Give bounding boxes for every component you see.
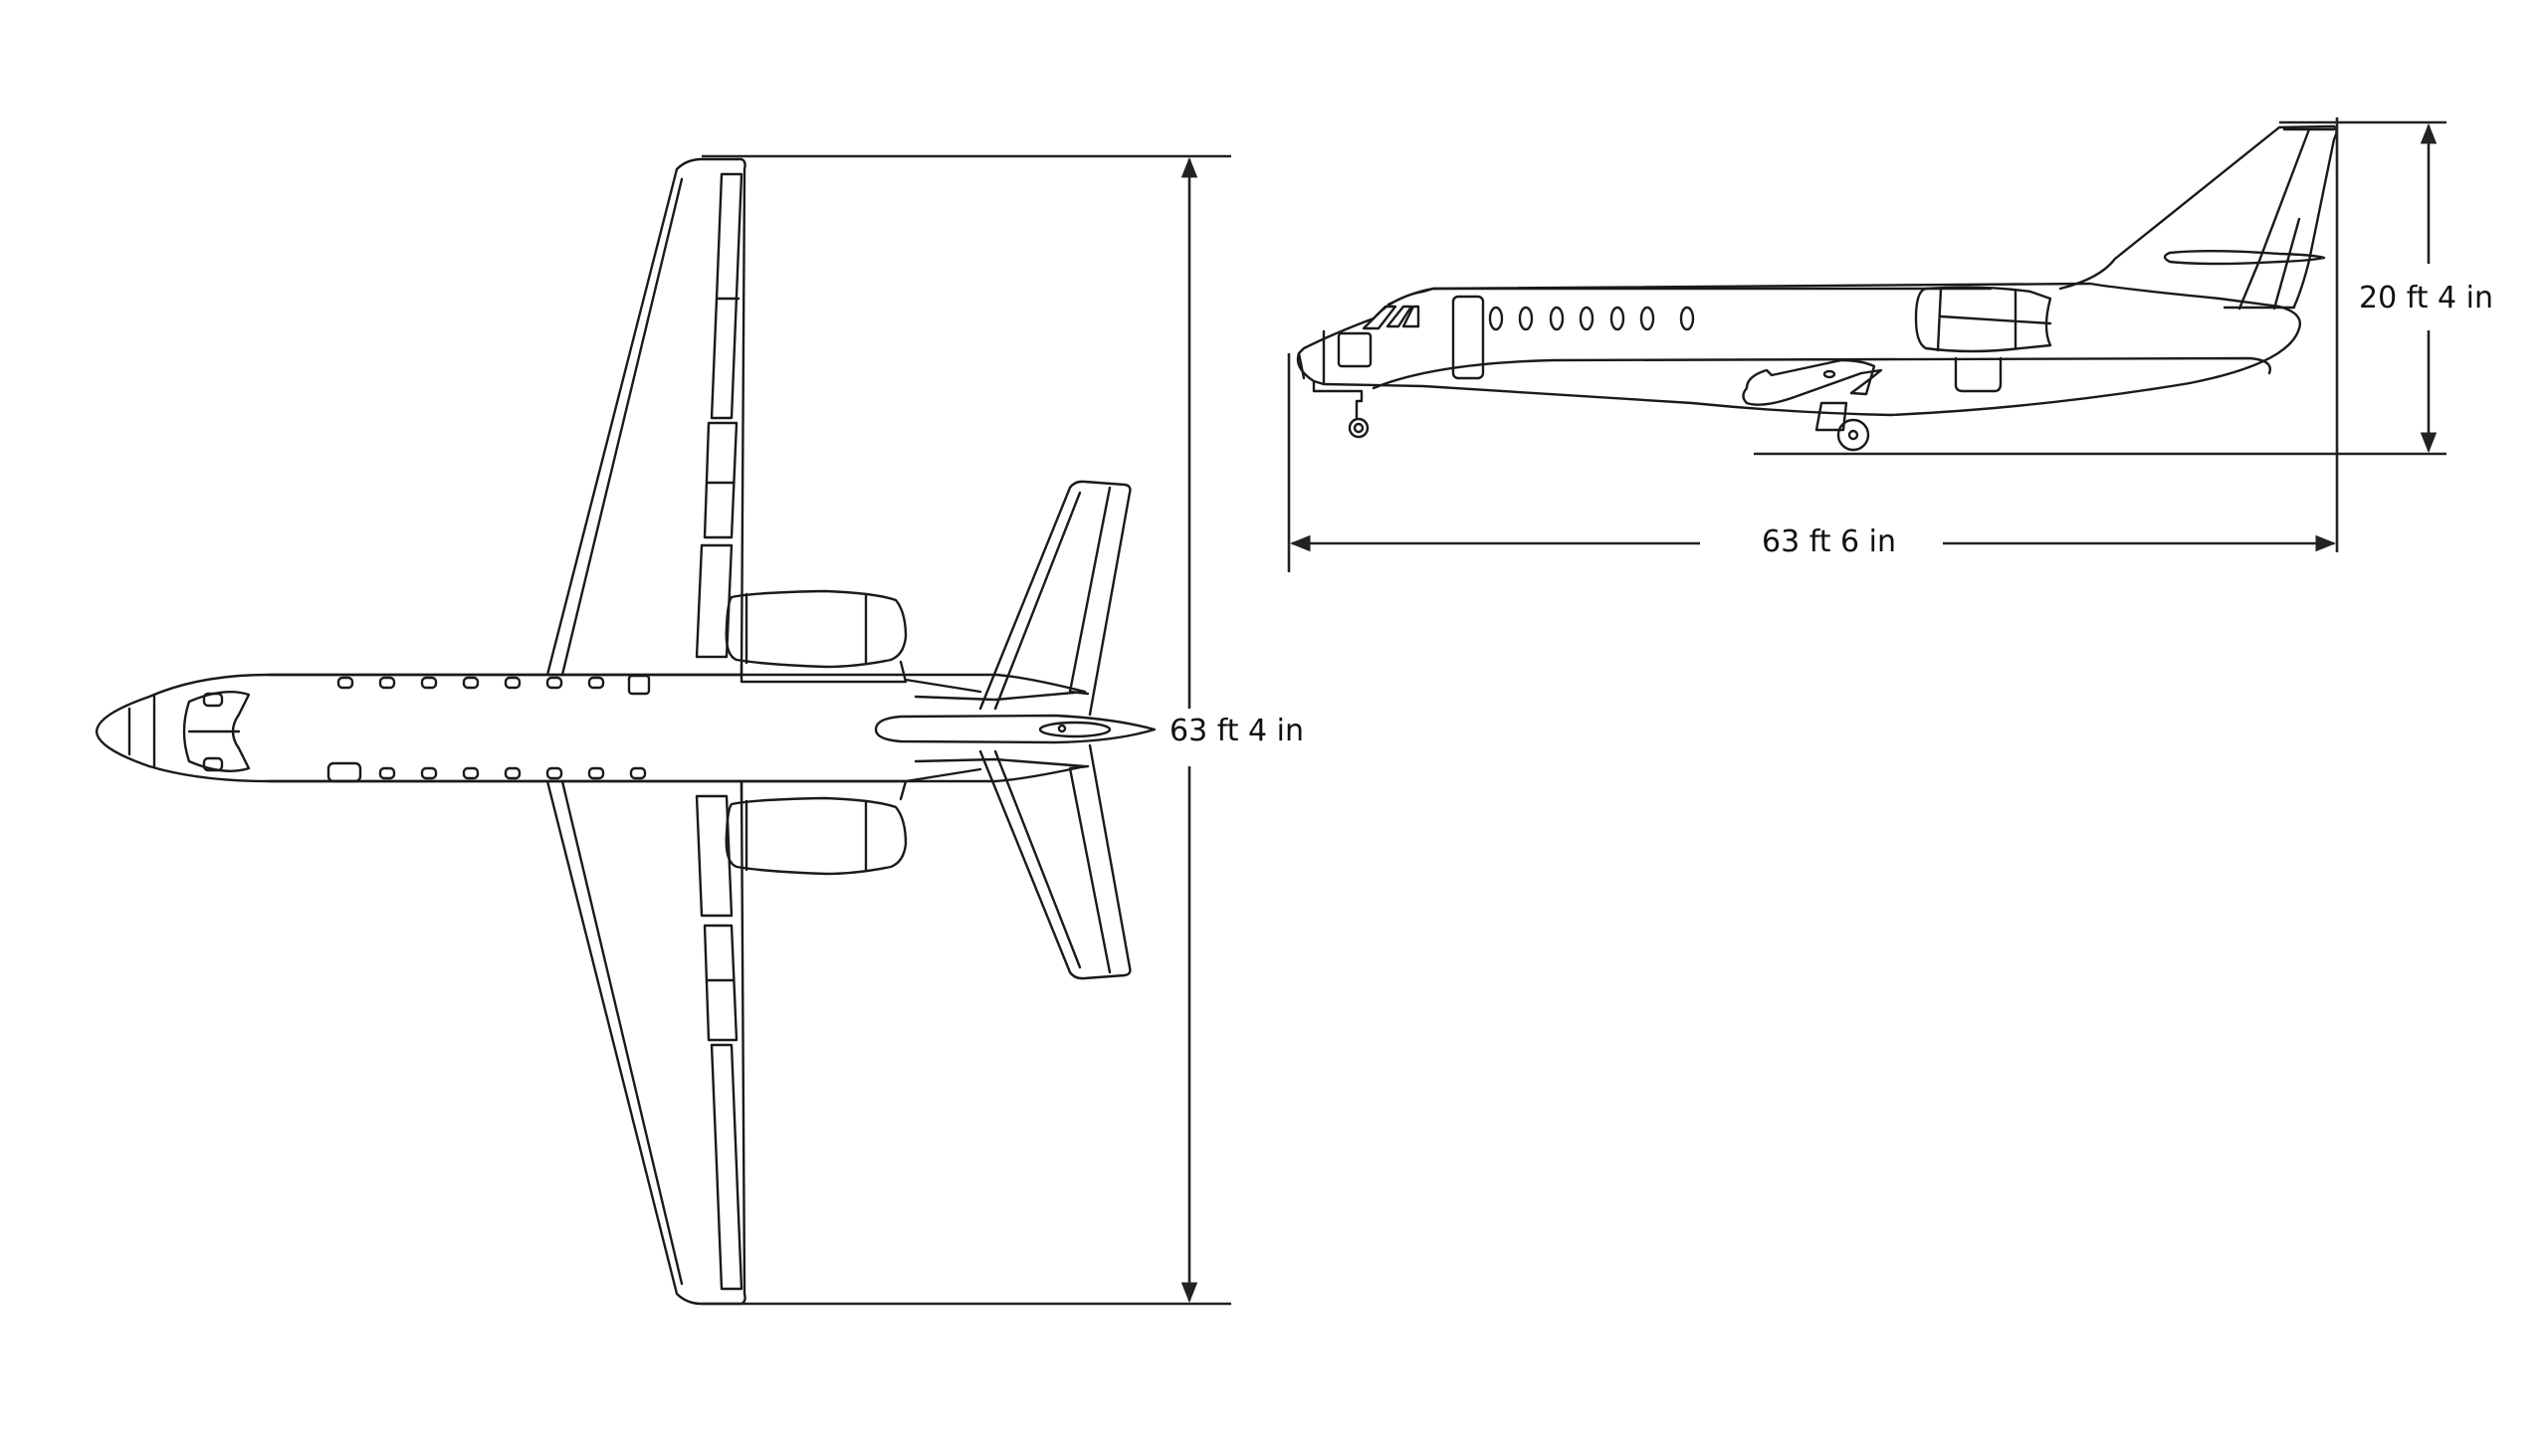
top-tailcone (874, 714, 1157, 744)
side-nose-gear (1312, 379, 1364, 420)
top-windows-upper (336, 674, 651, 696)
side-view-aircraft (1296, 124, 2338, 452)
height-label: 20 ft 4 in (2359, 281, 2494, 315)
wingspan-label: 63 ft 4 in (1169, 714, 1305, 748)
top-engine-lower (725, 796, 908, 876)
side-wing (1742, 358, 1883, 406)
side-cockpit-windows (1362, 305, 1420, 330)
side-vertical-tail (2058, 124, 2338, 309)
top-engine-upper (725, 589, 908, 669)
length-label: 63 ft 6 in (1762, 524, 1897, 559)
wingspan-dimension (702, 154, 1231, 1306)
side-main-gear (1814, 401, 1848, 432)
top-fuselage (95, 673, 1087, 783)
top-wing-lower (545, 779, 746, 1306)
top-windows-lower (326, 761, 647, 783)
top-hstab-lower (978, 743, 1132, 980)
top-wing-upper (545, 157, 746, 677)
side-hstab (2163, 250, 2326, 266)
top-hstab-upper (978, 480, 1132, 717)
side-cabin-windows (1488, 306, 1695, 331)
side-dimension-lines (1287, 117, 2446, 572)
side-door (1451, 295, 1485, 380)
top-view-aircraft (95, 157, 1157, 1306)
side-engine (1914, 286, 2052, 353)
